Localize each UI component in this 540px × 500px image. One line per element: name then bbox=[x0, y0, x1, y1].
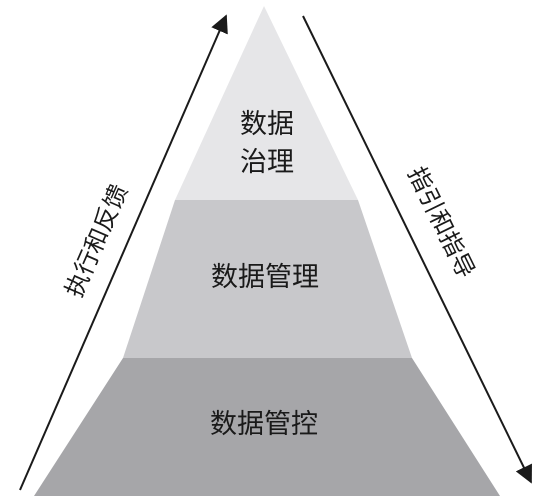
tier-top-label-line1: 数据 bbox=[240, 109, 294, 140]
left-arrow-label: 执行和反馈 bbox=[60, 180, 134, 301]
left-arrow-up bbox=[19, 14, 228, 491]
right-arrow-label: 指引和指导 bbox=[402, 162, 480, 282]
tier-bottom-label: 数据管控 bbox=[210, 409, 318, 440]
pyramid-tier-bottom bbox=[34, 358, 500, 496]
right-arrow-down bbox=[302, 15, 532, 484]
pyramid-tier-middle bbox=[123, 200, 412, 358]
tier-middle-label: 数据管理 bbox=[211, 262, 319, 293]
tier-top-label-line2: 治理 bbox=[240, 147, 294, 178]
pyramid-tier-top bbox=[175, 6, 358, 200]
